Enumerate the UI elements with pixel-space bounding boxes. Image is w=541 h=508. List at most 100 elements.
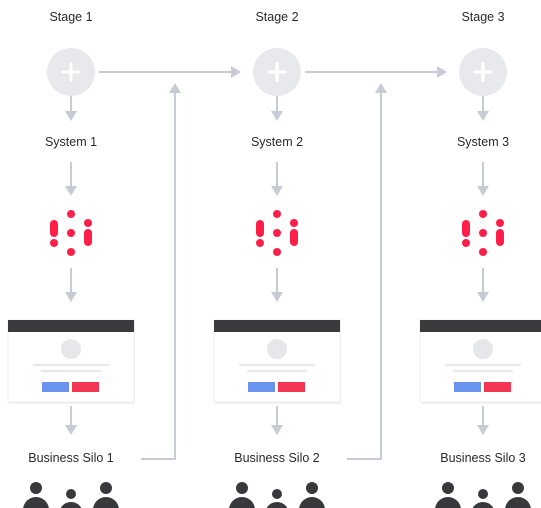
feedback-arrow bbox=[141, 83, 181, 460]
arrow-shaft bbox=[347, 93, 382, 460]
brand-dot bbox=[67, 248, 75, 256]
team-people-icon bbox=[23, 482, 119, 508]
arrow-down bbox=[65, 96, 77, 121]
brand-dot-right bbox=[84, 219, 92, 227]
silo-label: Business Silo 1 bbox=[28, 451, 114, 465]
brand-dot-right bbox=[290, 219, 298, 227]
plus-bar-vertical bbox=[481, 62, 485, 82]
app-window-icon bbox=[7, 319, 135, 404]
arrow-head bbox=[375, 83, 387, 93]
person-right-body bbox=[93, 497, 119, 508]
brand-dot bbox=[273, 210, 281, 218]
person-left-head bbox=[442, 482, 454, 494]
text-line bbox=[41, 370, 101, 372]
app-window-icon bbox=[213, 319, 341, 404]
arrow-down bbox=[477, 268, 489, 302]
red-button-shape bbox=[484, 382, 511, 392]
brand-dot bbox=[479, 248, 487, 256]
brand-pill-left bbox=[50, 220, 58, 237]
arrow-down bbox=[271, 96, 283, 121]
arrow-head bbox=[271, 186, 283, 196]
arrow-down bbox=[65, 268, 77, 302]
arrow-head bbox=[271, 292, 283, 302]
brand-dot bbox=[67, 229, 75, 237]
brand-dot-left bbox=[50, 239, 58, 247]
person-center-body bbox=[265, 502, 289, 508]
arrow-head bbox=[477, 186, 489, 196]
red-button-shape bbox=[72, 382, 99, 392]
brand-pill-right bbox=[84, 229, 92, 246]
person-left-body bbox=[23, 497, 49, 508]
plus-icon bbox=[253, 48, 301, 96]
arrow-down bbox=[477, 406, 489, 435]
arrow-head bbox=[477, 292, 489, 302]
person-center-head bbox=[66, 489, 76, 499]
person-left-head bbox=[236, 482, 248, 494]
brand-dot-left bbox=[256, 239, 264, 247]
blue-button-shape bbox=[454, 382, 481, 392]
plus-icon bbox=[47, 48, 95, 96]
system-label: System 2 bbox=[250, 135, 304, 149]
blue-button-shape bbox=[42, 382, 69, 392]
person-right-body bbox=[505, 497, 531, 508]
brand-dot bbox=[273, 229, 281, 237]
arrow-head bbox=[65, 425, 77, 435]
avatar-placeholder bbox=[267, 339, 287, 359]
silo-label: Business Silo 2 bbox=[234, 451, 320, 465]
arrow-head bbox=[477, 111, 489, 121]
person-right-head bbox=[100, 482, 112, 494]
blue-button-shape bbox=[248, 382, 275, 392]
arrow-head bbox=[231, 66, 241, 78]
team-people-icon bbox=[229, 482, 325, 508]
arrow-head bbox=[437, 66, 447, 78]
brand-dot-right bbox=[496, 219, 504, 227]
plus-bar-vertical bbox=[275, 62, 279, 82]
brand-dots-icon bbox=[256, 210, 298, 256]
arrow-shaft bbox=[141, 93, 176, 460]
brand-dots-icon bbox=[50, 210, 92, 256]
arrow-head bbox=[169, 83, 181, 93]
arrow-head bbox=[271, 111, 283, 121]
person-right-head bbox=[306, 482, 318, 494]
team-people-icon bbox=[435, 482, 531, 508]
person-center-body bbox=[471, 502, 495, 508]
person-left-head bbox=[30, 482, 42, 494]
feedback-arrow bbox=[347, 83, 387, 460]
brand-dot bbox=[479, 210, 487, 218]
system-label: System 1 bbox=[44, 135, 98, 149]
arrow-down bbox=[65, 162, 77, 196]
avatar-placeholder bbox=[473, 339, 493, 359]
brand-pill-left bbox=[256, 220, 264, 237]
text-line bbox=[453, 370, 513, 372]
arrow-down bbox=[271, 162, 283, 196]
brand-pill-right bbox=[496, 229, 504, 246]
plus-icon bbox=[459, 48, 507, 96]
person-center-head bbox=[478, 489, 488, 499]
arrow-down bbox=[65, 406, 77, 435]
brand-dot-left bbox=[462, 239, 470, 247]
brand-dot bbox=[273, 248, 281, 256]
stage-label: Stage 1 bbox=[49, 10, 93, 24]
card-body bbox=[213, 319, 341, 403]
app-window-icon bbox=[419, 319, 541, 404]
brand-dot bbox=[479, 229, 487, 237]
brand-pill-right bbox=[290, 229, 298, 246]
brand-dots-icon bbox=[462, 210, 504, 256]
person-left-body bbox=[229, 497, 255, 508]
text-line bbox=[33, 364, 109, 366]
person-right-head bbox=[512, 482, 524, 494]
text-line bbox=[445, 364, 521, 366]
person-left-body bbox=[435, 497, 461, 508]
card-header-bar bbox=[214, 320, 340, 332]
stage-connector-arrow bbox=[305, 66, 447, 78]
system-label: System 3 bbox=[456, 135, 510, 149]
text-line bbox=[239, 364, 315, 366]
stage-label: Stage 3 bbox=[461, 10, 505, 24]
arrow-head bbox=[65, 186, 77, 196]
avatar-placeholder bbox=[61, 339, 81, 359]
brand-pill-left bbox=[462, 220, 470, 237]
card-header-bar bbox=[8, 320, 134, 332]
card-body bbox=[7, 319, 135, 403]
arrow-head bbox=[477, 425, 489, 435]
